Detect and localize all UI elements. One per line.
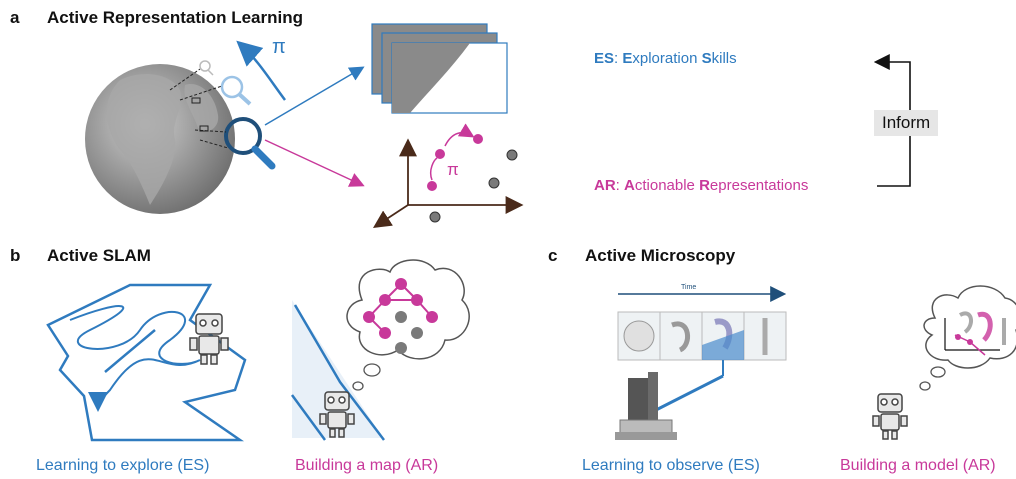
robot-icon-explore [189, 313, 229, 365]
panel-c-letter: c [548, 246, 558, 265]
panel-b-letter: b [10, 246, 21, 265]
es-initial-1: E [622, 50, 633, 67]
inform-label: Inform [874, 110, 939, 136]
ar-sep: : [615, 177, 625, 194]
es-rest-1: xploration [632, 50, 702, 67]
ar-prefix: AR [594, 177, 616, 194]
time-label: Time [681, 284, 697, 291]
pi-label-graph: π [447, 160, 459, 179]
observation-image-stack [371, 23, 508, 114]
embryo-strip [617, 311, 787, 361]
microscope-icon [615, 372, 677, 440]
representation-axes [372, 138, 524, 228]
ar-definition: AR: Actionable Representations [594, 177, 808, 194]
panel-a-title: Active Representation Learning [47, 8, 304, 27]
globe-icon [85, 64, 235, 214]
representation-points [427, 134, 518, 223]
map-fragment [290, 300, 385, 441]
map-graph-nodes [363, 278, 438, 354]
caption-building-a-map: Building a map (AR) [295, 457, 439, 474]
es-initial-2: S [701, 50, 712, 67]
observation-arrow [264, 66, 365, 126]
exploration-path [69, 305, 201, 412]
es-prefix: ES [594, 50, 615, 67]
policy-arrow [236, 40, 287, 101]
caption-learning-to-explore: Learning to explore (ES) [36, 457, 210, 474]
es-sep: : [614, 50, 623, 67]
pi-label-top: π [272, 36, 286, 58]
thought-cloud-model [919, 285, 1016, 391]
panel-b-title: Active SLAM [47, 246, 151, 265]
maze-map [46, 283, 247, 442]
representation-arrow [264, 139, 365, 187]
thought-cloud-map [346, 259, 470, 391]
es-definition: ES: Exploration Skills [594, 50, 737, 67]
caption-building-a-model: Building a model (AR) [840, 457, 996, 474]
panel-c-title: Active Microscopy [585, 246, 736, 265]
panel-a-letter: a [10, 8, 20, 27]
caption-learning-to-observe: Learning to observe (ES) [582, 457, 760, 474]
es-rest-2: kills [711, 50, 737, 67]
magnifier-medium-icon [220, 75, 252, 106]
magnifier-small-icon [199, 60, 214, 76]
ar-rest-1: ctionable [634, 177, 700, 194]
model-axes [944, 311, 1006, 356]
ar-initial-1: A [624, 177, 635, 194]
robot-icon-model [872, 393, 908, 440]
ar-rest-2: epresentations [709, 177, 809, 194]
robot-icon-map [319, 391, 355, 438]
magnifier-large-icon [224, 117, 276, 170]
light-beam [655, 374, 724, 412]
ar-initial-2: R [699, 177, 710, 194]
